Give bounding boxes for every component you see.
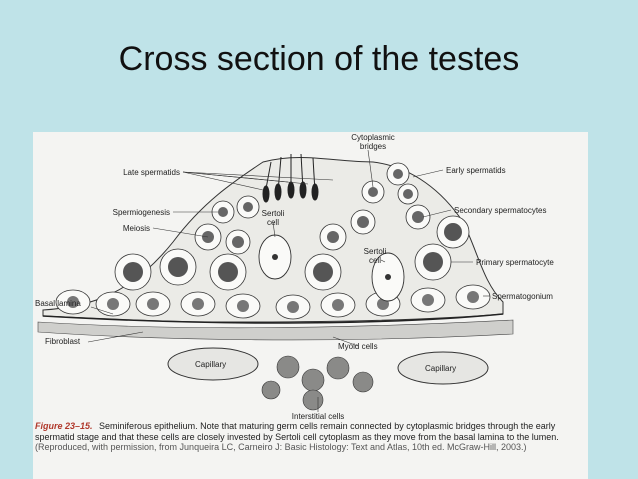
label-sertoli-cell-1b: cell (267, 218, 279, 227)
leader-lines (87, 149, 490, 412)
label-sertoli-cell-2b: cell (369, 256, 381, 265)
caption-text: Seminiferous epithelium. Note that matur… (35, 421, 559, 442)
spermatogonia-nuclei (67, 291, 479, 313)
seminiferous-epithelium-diagram: Cytoplasmic bridges Late spermatids Earl… (35, 133, 554, 421)
label-secondary-spermatocytes: Secondary spermatocytes (454, 206, 547, 215)
label-fibroblast: Fibroblast (45, 337, 81, 346)
figure-number: Figure 23–15. (35, 421, 93, 431)
label-cytoplasmic-bridges-2: bridges (360, 142, 386, 151)
primary-spermatocyte-nuclei (123, 223, 462, 282)
label-capillary-left: Capillary (195, 360, 226, 369)
label-spermatogonium: Spermatogonium (492, 292, 553, 301)
label-spermiogenesis: Spermiogenesis (113, 208, 170, 217)
histology-figure: Cytoplasmic bridges Late spermatids Earl… (33, 132, 588, 479)
label-late-spermatids: Late spermatids (123, 168, 180, 177)
label-meiosis: Meiosis (123, 224, 150, 233)
interstitial-cells-group (261, 355, 374, 411)
myoid-layer (37, 319, 514, 341)
label-sertoli-cell-2a: Sertoli (364, 247, 387, 256)
caption-reference: (Reproduced, with permission, from Junqu… (35, 442, 527, 452)
label-cytoplasmic-bridges-1: Cytoplasmic (351, 133, 395, 142)
capillary-left-vessel (167, 347, 259, 381)
slide-title: Cross section of the testes (118, 40, 520, 78)
figure-caption: Figure 23–15. Seminiferous epithelium. N… (35, 421, 585, 453)
label-interstitial-cells: Interstitial cells (292, 412, 344, 421)
label-sertoli-cell-1a: Sertoli (262, 209, 285, 218)
label-capillary-right: Capillary (425, 364, 456, 373)
label-primary-spermatocyte: Primary spermatocyte (476, 258, 554, 267)
capillary-right-vessel (397, 351, 489, 385)
secondary-spermatocyte-nuclei (202, 169, 424, 248)
label-basal-lamina: Basal lamina (35, 299, 81, 308)
late-spermatids (262, 153, 319, 203)
label-early-spermatids: Early spermatids (446, 166, 506, 175)
label-myoid-cells: Myoid cells (338, 342, 378, 351)
basal-lamina-line (42, 313, 504, 324)
